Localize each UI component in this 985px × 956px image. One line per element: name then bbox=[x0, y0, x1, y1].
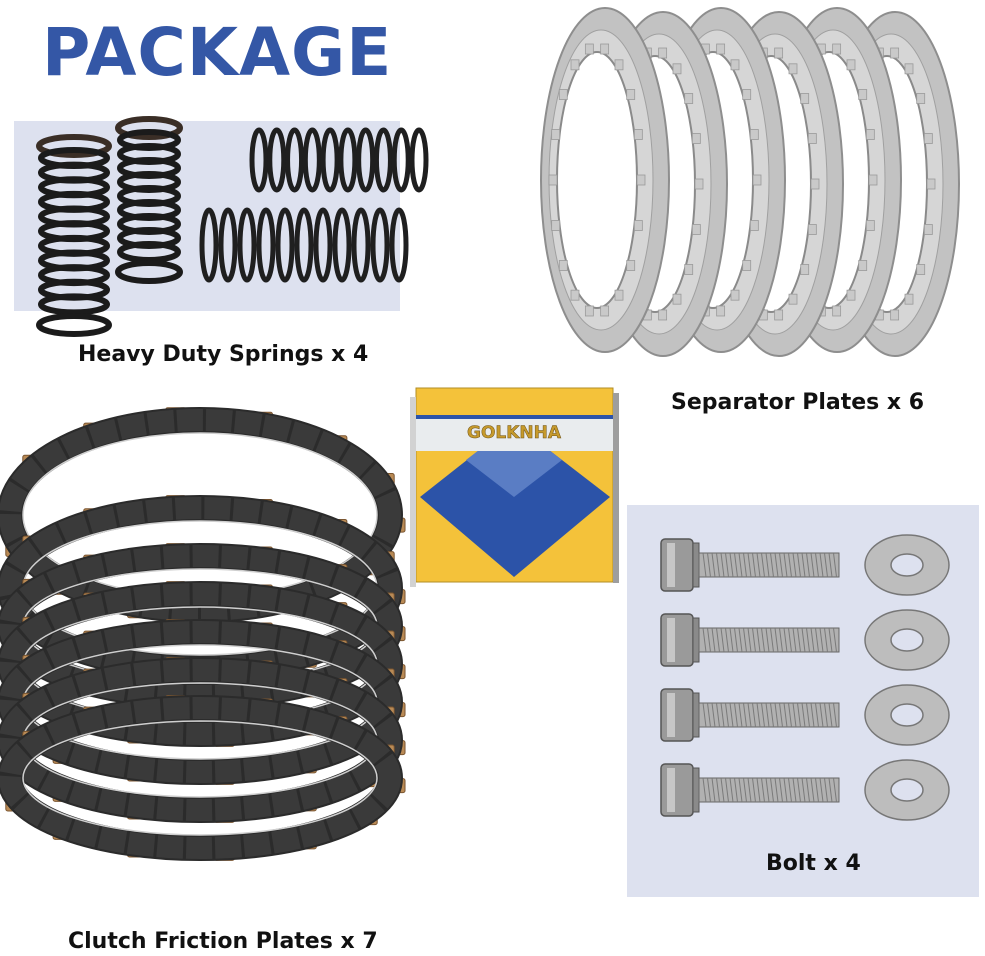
package-title: PACKAGE bbox=[42, 14, 393, 91]
friction-plates-image bbox=[0, 407, 406, 861]
friction-plates-caption: Clutch Friction Plates x 7 bbox=[68, 929, 378, 954]
hex-bolt bbox=[660, 538, 840, 592]
coil-spring bbox=[249, 127, 429, 193]
hex-bolt bbox=[660, 763, 840, 817]
washer bbox=[864, 684, 950, 746]
coil-spring bbox=[36, 134, 112, 337]
brand-label: GOLKNHA bbox=[467, 423, 562, 443]
bolts-caption: Bolt x 4 bbox=[766, 851, 861, 876]
separator-plates-caption: Separator Plates x 6 bbox=[671, 390, 925, 415]
product-box: GOLKNHA bbox=[410, 387, 619, 587]
hex-bolt bbox=[660, 613, 840, 667]
separator-plates-image bbox=[540, 7, 960, 357]
hex-bolt bbox=[660, 688, 840, 742]
washer bbox=[864, 759, 950, 821]
friction-plate bbox=[0, 695, 406, 861]
springs-caption: Heavy Duty Springs x 4 bbox=[78, 342, 369, 367]
coil-spring bbox=[199, 207, 409, 283]
separator-plate bbox=[540, 7, 670, 353]
washer bbox=[864, 609, 950, 671]
washer bbox=[864, 534, 950, 596]
coil-spring bbox=[115, 116, 183, 284]
friction-plate bbox=[0, 619, 406, 785]
springs-image bbox=[36, 116, 429, 337]
friction-plate bbox=[0, 657, 406, 823]
bolts-image bbox=[660, 534, 950, 821]
